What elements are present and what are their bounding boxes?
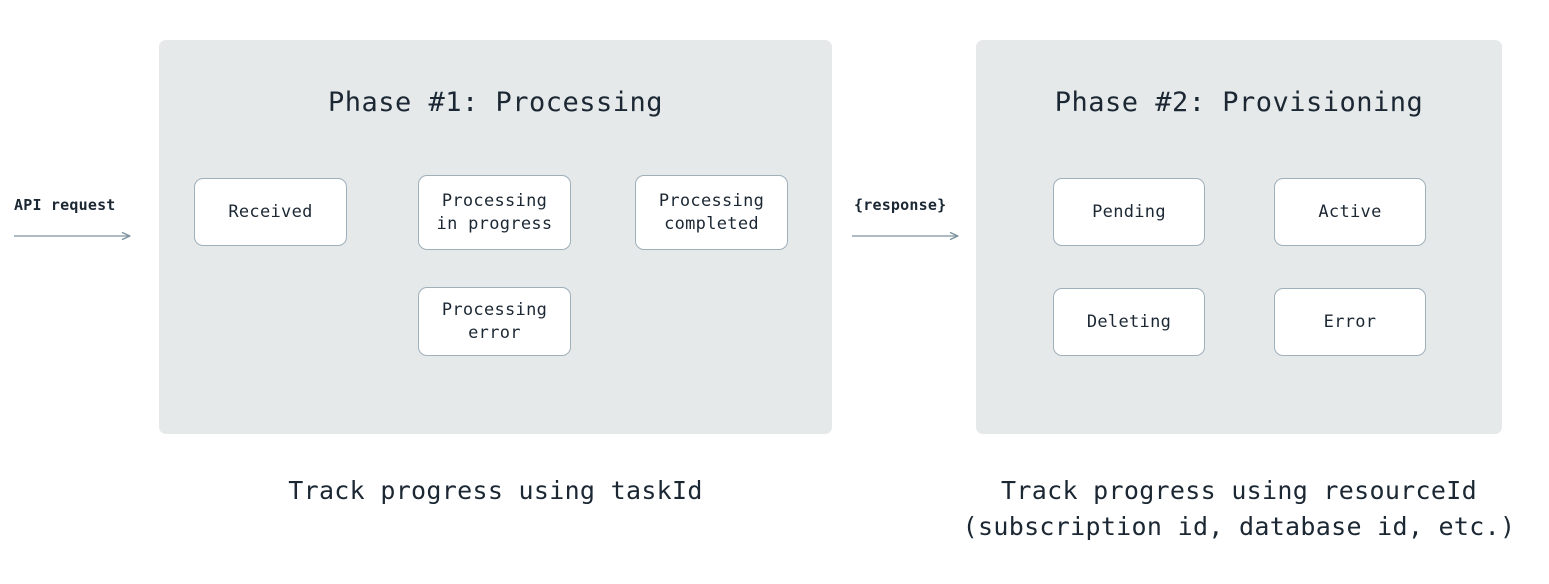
api-request-label: API request (14, 196, 116, 214)
phase1-title: Phase #1: Processing (327, 87, 664, 118)
node-deleting[interactable]: Deleting (1053, 288, 1205, 356)
phase2-title: Phase #2: Provisioning (1054, 87, 1424, 118)
caption-phase2: Track progress using resourceId (subscri… (962, 476, 1516, 541)
caption-phase1: Track progress using taskId (288, 476, 703, 505)
node-processing-error[interactable]: Processing error (418, 287, 571, 356)
node-error[interactable]: Error (1274, 288, 1426, 356)
node-processing-in-progress[interactable]: Processing in progress (418, 175, 571, 250)
node-processing-completed[interactable]: Processing completed (635, 175, 788, 250)
node-active[interactable]: Active (1274, 178, 1426, 246)
node-pending[interactable]: Pending (1053, 178, 1205, 246)
node-received[interactable]: Received (194, 178, 347, 246)
response-label: {response} (854, 196, 947, 214)
